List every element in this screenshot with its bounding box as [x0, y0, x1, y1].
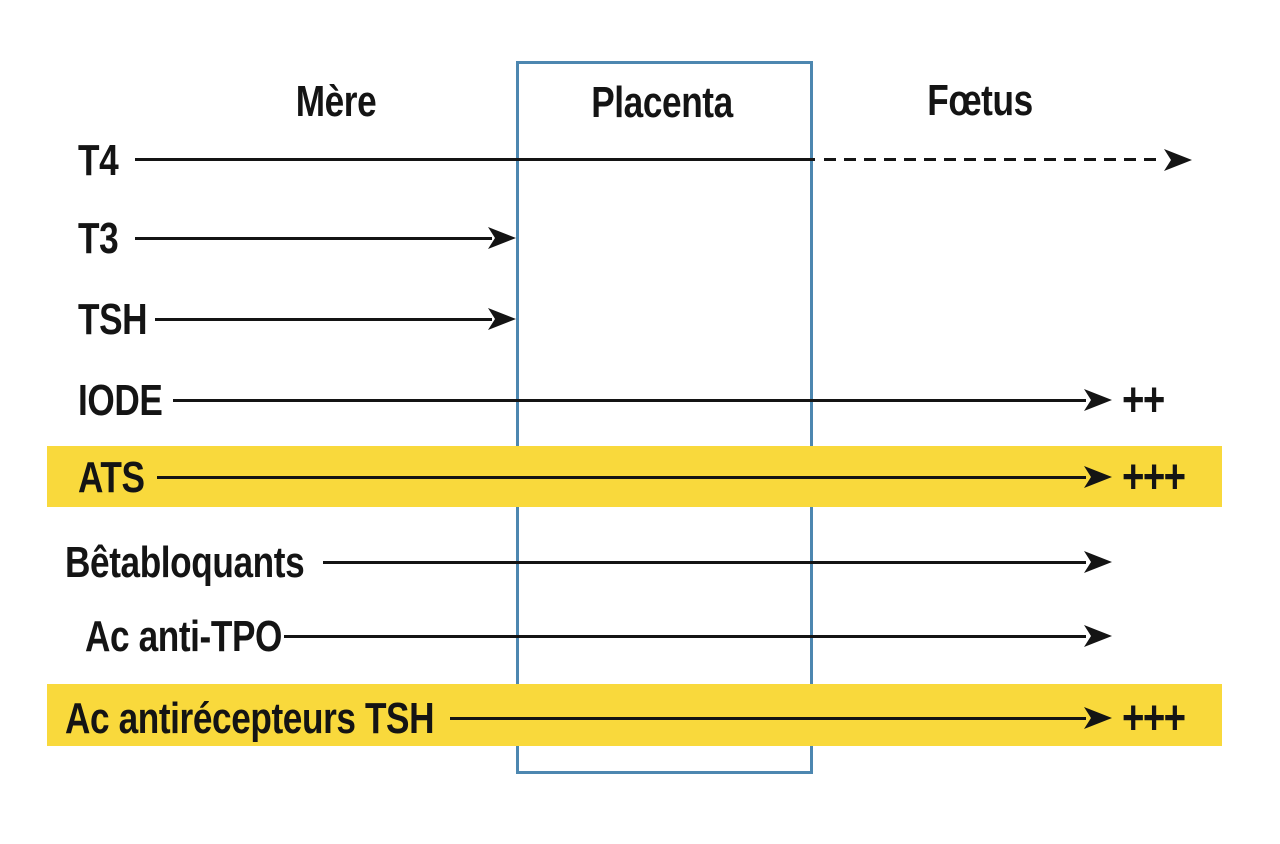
betabloquants-arrowhead-icon — [1084, 551, 1112, 573]
t3-arrowhead-icon — [488, 227, 516, 249]
row-label-t3: T3 — [78, 214, 119, 263]
iode-arrowhead-icon — [1084, 389, 1112, 411]
column-header-mother: Mère — [295, 77, 377, 126]
ac-anti-tpo-solid-line — [284, 635, 1086, 638]
iode-strength-marks: ++ — [1122, 374, 1165, 427]
row-label-ats: ATS — [78, 453, 145, 502]
iode-solid-line — [173, 399, 1086, 402]
ats-strength-marks: +++ — [1122, 451, 1186, 504]
row-label-t4: T4 — [78, 136, 119, 185]
ats-solid-line — [157, 476, 1086, 479]
row-label-betabloquants: Bêtabloquants — [65, 538, 305, 587]
ac-antirecepteurs-tsh-solid-line — [450, 717, 1086, 720]
tsh-solid-line — [155, 318, 492, 321]
highlight-band-ac-antirecepteurs-tsh — [47, 684, 1222, 746]
placenta-box — [516, 61, 813, 774]
ac-antirecepteurs-tsh-arrowhead-icon — [1084, 707, 1112, 729]
row-label-ac-antirecepteurs-tsh: Ac antirécepteurs TSH — [65, 694, 435, 743]
t4-arrowhead-icon — [1164, 149, 1192, 171]
row-label-tsh: TSH — [78, 295, 148, 344]
t4-solid-line — [135, 158, 815, 161]
betabloquants-solid-line — [323, 561, 1086, 564]
ac-anti-tpo-arrowhead-icon — [1084, 625, 1112, 647]
t3-solid-line — [135, 237, 492, 240]
column-header-fetus: Fœtus — [927, 76, 1033, 125]
tsh-arrowhead-icon — [488, 308, 516, 330]
row-label-iode: IODE — [78, 376, 163, 425]
column-header-placenta: Placenta — [591, 78, 733, 127]
t4-dashed-line — [824, 158, 1164, 161]
row-label-ac-anti-tpo: Ac anti-TPO — [85, 612, 283, 661]
ac-antirecepteurs-tsh-strength-marks: +++ — [1122, 692, 1186, 745]
ats-arrowhead-icon — [1084, 466, 1112, 488]
